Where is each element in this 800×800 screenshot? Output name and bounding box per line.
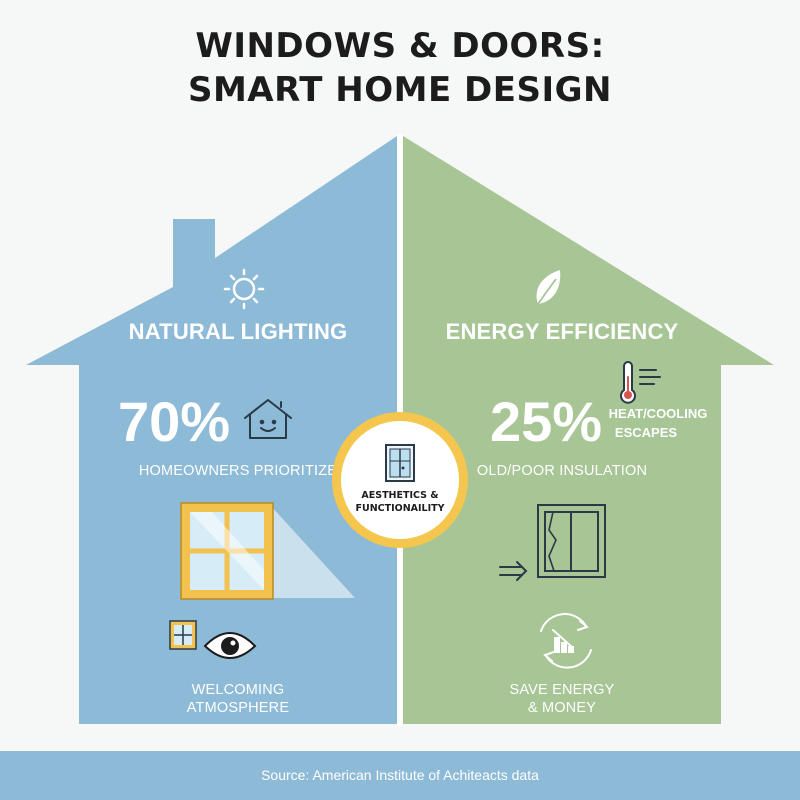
cracked-window-icon	[537, 504, 606, 578]
right-stat-side-1: HEAT/COOLING	[608, 406, 708, 421]
left-stat-label: HOMEOWNERS PRIORITIZE	[138, 463, 338, 479]
right-stat-label: OLD/POOR INSULATION	[476, 463, 648, 479]
window-icon	[169, 620, 197, 650]
page-title-line-2: SMART HOME DESIGN	[187, 70, 613, 110]
left-bottom-label-2: ATMOSPHERE	[186, 700, 290, 716]
left-stat-value: 70%	[118, 390, 231, 453]
right-bottom-label-1: SAVE ENERGY	[509, 682, 615, 698]
right-stat-value: 25%	[490, 390, 603, 453]
sun-icon	[223, 268, 265, 310]
smiling-house-icon	[244, 399, 292, 439]
center-label-2: FUNCTIONAILITY	[355, 503, 445, 514]
left-bottom-label-1: WELCOMING	[191, 682, 285, 698]
natural-lighting-heading: NATURAL LIGHTING	[128, 319, 348, 344]
energy-efficiency-heading: ENERGY EFFICIENCY	[445, 319, 679, 344]
right-house-half	[403, 136, 774, 724]
center-label-1: AESTHETICS &	[361, 490, 439, 501]
draft-arrow-icon	[499, 561, 528, 581]
right-bottom-label-2: & MONEY	[527, 700, 597, 716]
page-title-line-1: WINDOWS & DOORS:	[195, 26, 605, 66]
source-note: Source: American Institute of Achiteacts…	[261, 767, 539, 783]
footer-bar: Source: American Institute of Achiteacts…	[0, 751, 800, 800]
sunlit-window-icon	[180, 502, 355, 600]
savings-cycle-icon	[540, 613, 592, 669]
center-badge: AESTHETICS & FUNCTIONAILITY	[332, 412, 468, 548]
right-stat-side-2: ESCAPES	[614, 425, 678, 440]
thermometer-icon	[620, 361, 661, 404]
door-icon	[385, 444, 415, 482]
eye-icon	[203, 632, 257, 659]
leaf-icon	[536, 270, 561, 305]
